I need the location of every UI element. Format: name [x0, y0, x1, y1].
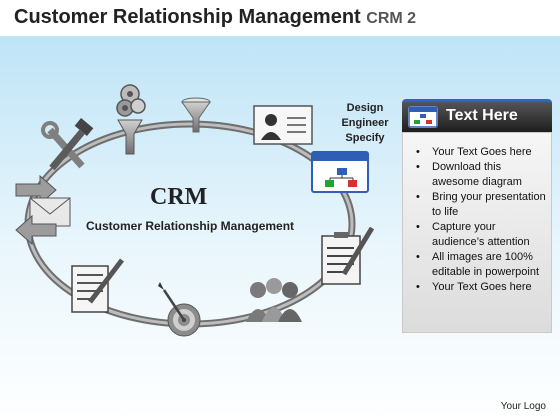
clipboard-pen-icon: [321, 226, 375, 285]
department-label: Design Engineer Specify: [333, 101, 397, 146]
title-sub: CRM 2: [366, 10, 417, 27]
tools-icon: [41, 118, 94, 171]
logo-text: Your Logo: [500, 401, 546, 412]
list-item: Bring your presentation to life: [416, 190, 547, 220]
document-pen-icon: [71, 258, 124, 313]
gears-icon: [116, 84, 146, 155]
crm-subtitle: Customer Relationship Management: [86, 219, 295, 233]
bullet-list: Your Text Goes here Download this awesom…: [403, 133, 551, 295]
dartboard-icon: [158, 282, 201, 337]
department-label-line: Engineer: [341, 117, 389, 129]
list-item: All images are 100% editable in powerpoi…: [416, 250, 547, 280]
list-item: Capture your audience’s attention: [416, 220, 547, 250]
panel-header-text: Text Here: [446, 107, 518, 124]
funnel-icon: [181, 97, 211, 133]
list-item: Your Text Goes here: [416, 280, 547, 295]
people-group-icon: [246, 278, 302, 322]
window-diagram-icon: [408, 106, 438, 128]
panel-body: Your Text Goes here Download this awesom…: [402, 132, 552, 333]
title-main: Customer Relationship Management CRM 2: [14, 6, 417, 28]
list-item: Download this awesome diagram: [416, 160, 547, 190]
text-panel: Text Here Your Text Goes here Download t…: [402, 99, 552, 333]
window-diagram-icon: [311, 151, 369, 193]
crm-title: CRM: [150, 184, 208, 210]
list-item: Your Text Goes here: [416, 145, 547, 160]
department-label-line: Design: [346, 102, 384, 114]
id-card-icon: [253, 105, 313, 145]
panel-header: Text Here: [402, 99, 552, 132]
page-title: Customer Relationship Management CRM 2: [0, 0, 560, 36]
mail-exchange-icon: [15, 174, 71, 246]
department-label-line: Specify: [345, 132, 385, 144]
